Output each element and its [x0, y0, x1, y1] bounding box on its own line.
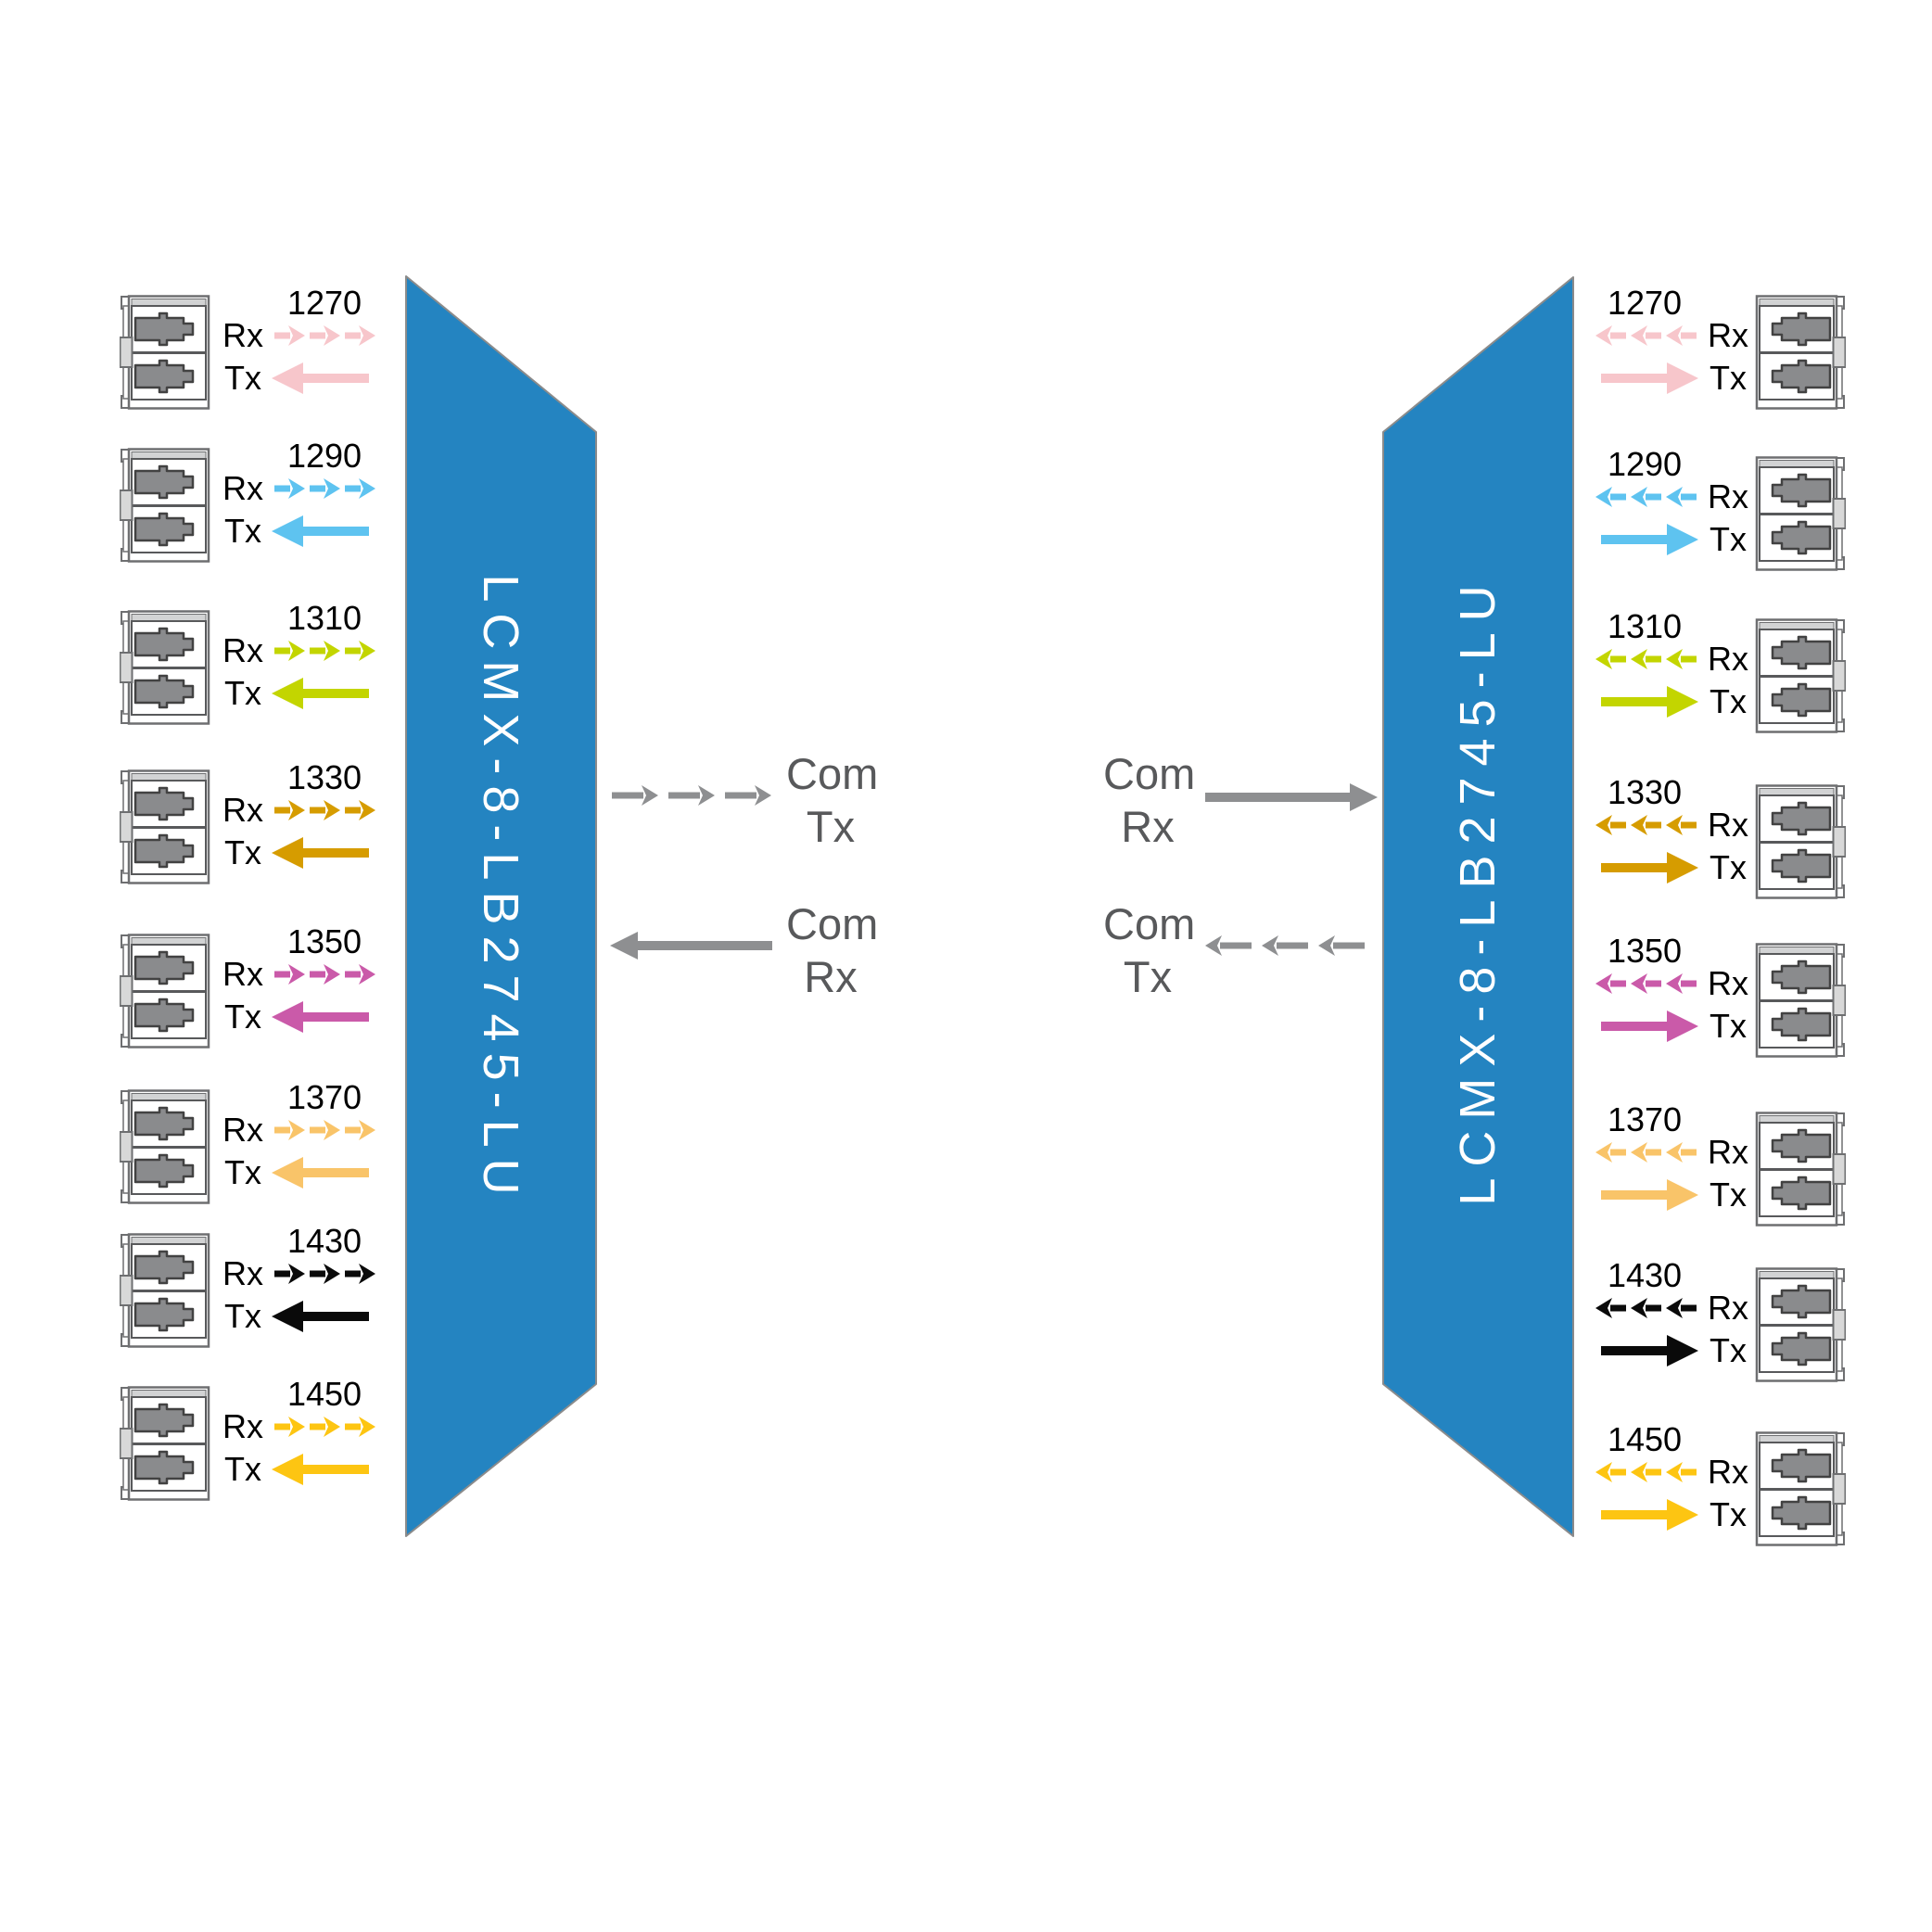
com-label-line: Tx [1123, 952, 1173, 1001]
right-mux-label: LCMX-8-LB2745-LU [1450, 574, 1506, 1206]
com-label-line: Rx [804, 952, 858, 1001]
com-label-line: Com [1103, 899, 1196, 948]
left-mux-label: LCMX-8-LB2745-LU [473, 574, 528, 1206]
right-mux-shape [1382, 276, 1574, 1537]
com-tx-arrow-icon [1205, 932, 1365, 964]
left-mux-shape [405, 275, 597, 1537]
com-tx-arrow-icon [612, 782, 771, 814]
com-label-line: Rx [1121, 802, 1175, 851]
com-label-line: Com [786, 899, 879, 948]
com-rx-arrow-icon [610, 929, 772, 967]
com-rx-label-left: Com Rx [786, 897, 879, 1003]
com-label-line: Com [1103, 749, 1196, 798]
com-rx-arrow-icon [1205, 781, 1378, 819]
com-tx-label-left: Com Tx [786, 747, 879, 853]
com-tx-label-right: Com Tx [1103, 897, 1196, 1003]
com-rx-label-right: Com Rx [1103, 747, 1196, 853]
com-label-line: Com [786, 749, 879, 798]
com-label-line: Tx [806, 802, 856, 851]
